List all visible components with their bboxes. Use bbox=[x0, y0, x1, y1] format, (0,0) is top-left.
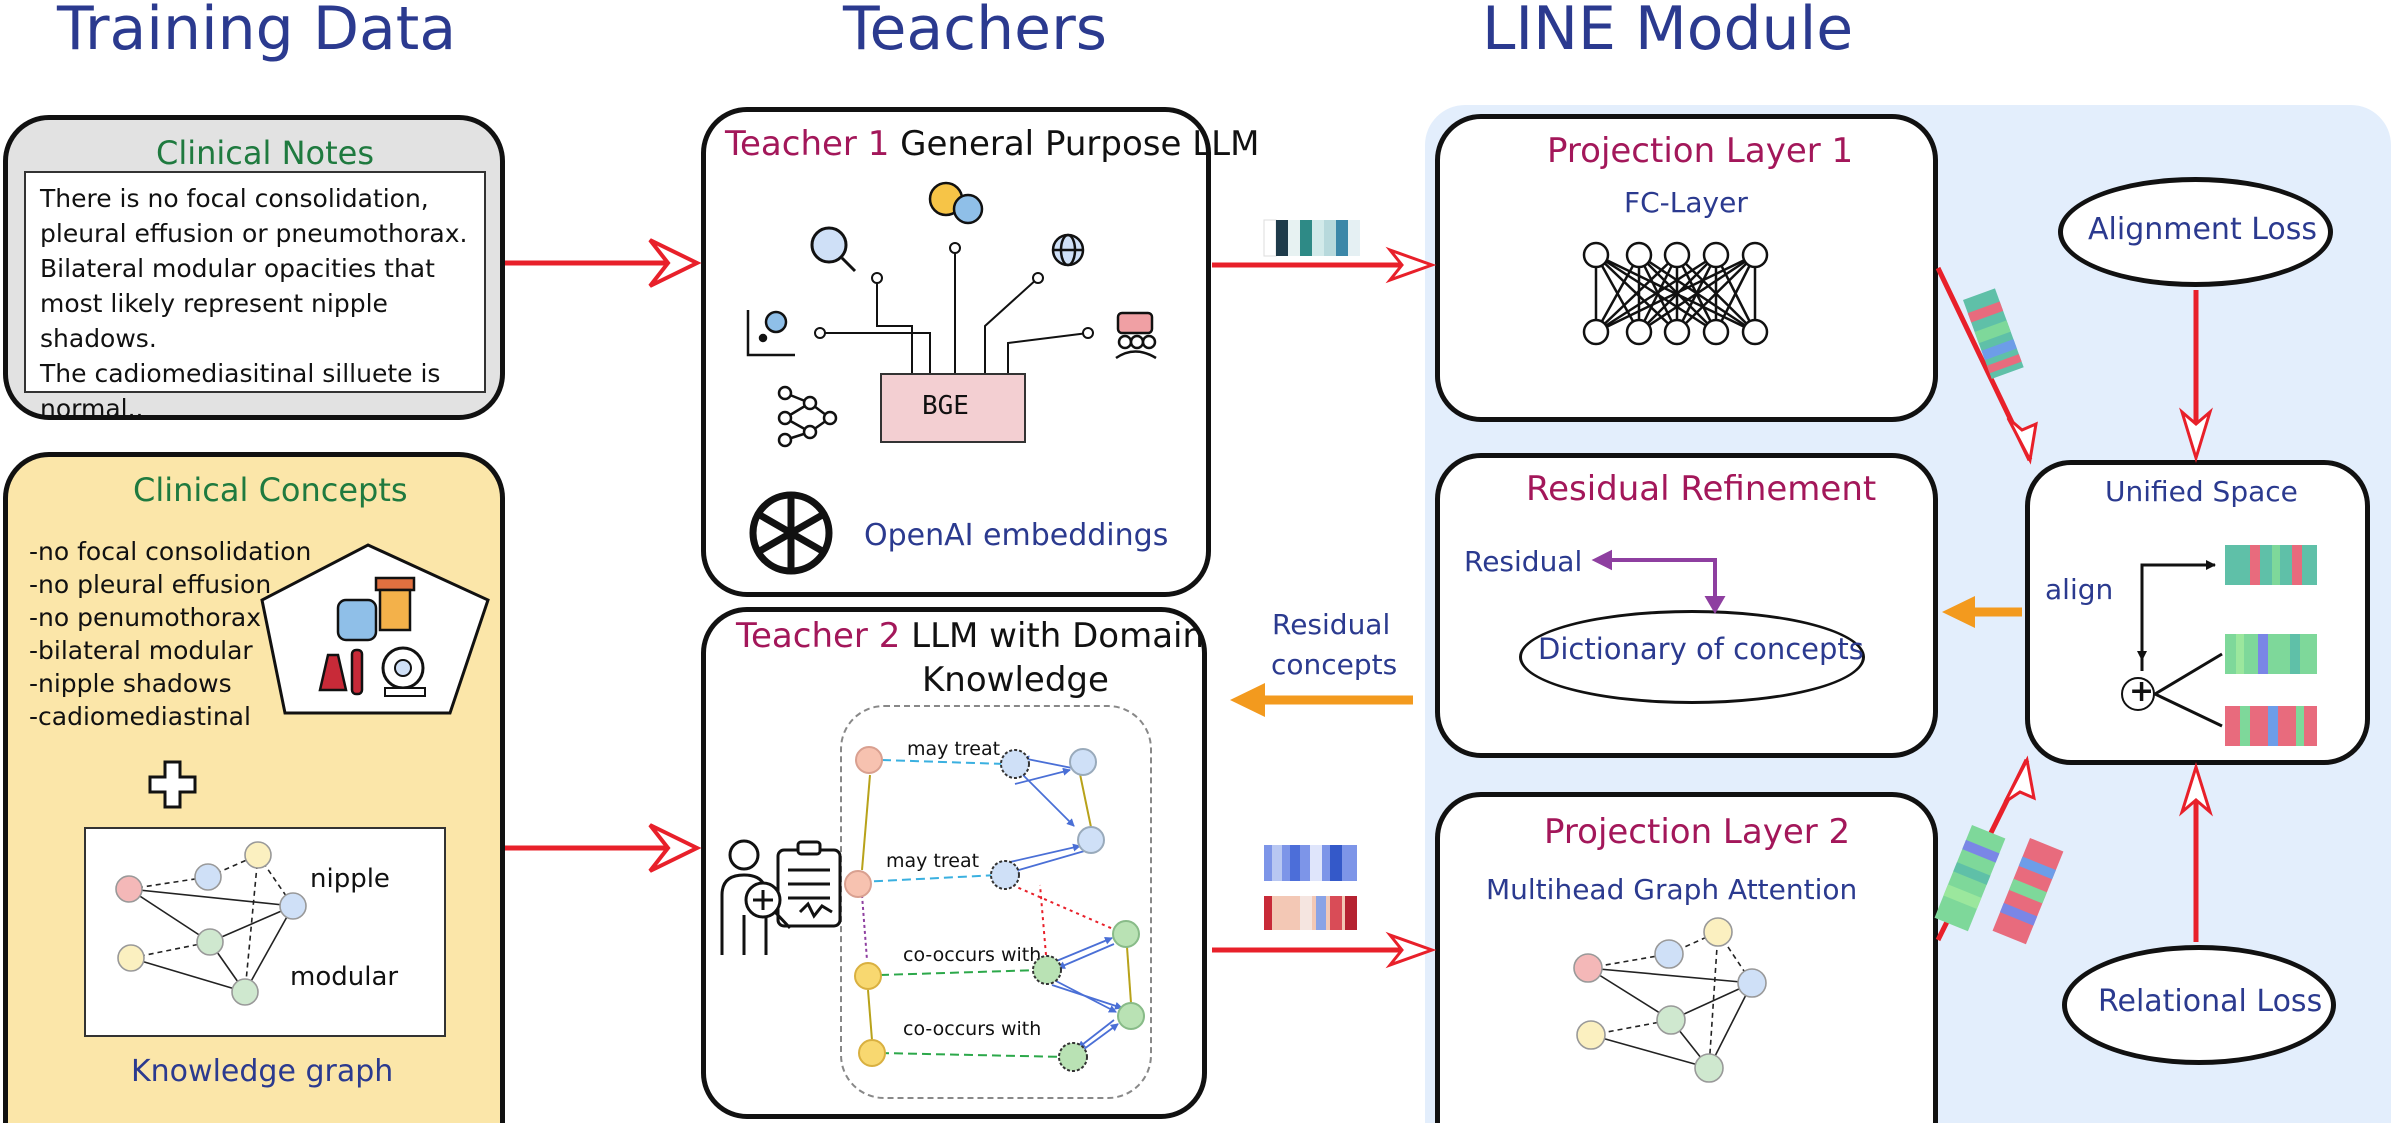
projection2-graph bbox=[1573, 917, 1767, 1083]
clinical-notes-line: The cadiomediasitinal silluete is bbox=[40, 359, 441, 388]
bge-box bbox=[880, 373, 1026, 443]
fc-layer-network bbox=[1582, 241, 1769, 346]
dictionary-ellipse bbox=[1519, 610, 1865, 704]
alignment-loss-ellipse bbox=[2058, 177, 2333, 287]
embedding-strip-tilted bbox=[1934, 825, 2006, 932]
section-title-line-module: LINE Module bbox=[1482, 0, 1854, 64]
openai-logo-icon bbox=[749, 491, 833, 575]
red-arrow bbox=[2179, 761, 2213, 942]
align-arrows bbox=[2137, 560, 2223, 728]
teacher2-title-line2: Knowledge bbox=[922, 660, 1109, 700]
red-arrow bbox=[1212, 931, 1437, 969]
teacher2-title-line1: Teacher 2 LLM with Domain bbox=[736, 616, 1204, 656]
unified-space-title: Unified Space bbox=[2105, 475, 2298, 508]
unified-embedding-mid bbox=[2225, 634, 2317, 674]
concept-item: -nipple shadows bbox=[29, 669, 232, 698]
plus-symbol: + bbox=[2129, 674, 2155, 709]
clinical-concepts-list: -no focal consolidation -no pleural effu… bbox=[29, 535, 311, 733]
section-title-teachers: Teachers bbox=[843, 0, 1107, 64]
orange-arrow bbox=[1230, 683, 1413, 717]
clinical-notes-line: normal.. bbox=[40, 394, 144, 423]
domain-knowledge-graph bbox=[844, 746, 1145, 1072]
projection-layer1-subtitle: FC-Layer bbox=[1624, 186, 1748, 219]
doctor-icon bbox=[720, 839, 842, 955]
globe-icon bbox=[1051, 233, 1085, 267]
red-arrow bbox=[2179, 290, 2213, 464]
concept-item: -cadiomediastinal bbox=[29, 702, 251, 731]
clinical-notes-line: Bilateral modular opacities that bbox=[40, 254, 435, 283]
residual-refinement-title: Residual Refinement bbox=[1526, 469, 1877, 509]
clinical-notes-line: most likely represent nipple shadows. bbox=[40, 289, 388, 353]
residual-arrow bbox=[1591, 549, 1726, 614]
unified-embedding-bottom bbox=[2225, 706, 2317, 746]
edge-label-may-treat: may treat bbox=[907, 738, 1001, 760]
scatter-plot-icon bbox=[746, 310, 795, 357]
teacher2-name: LLM with Domain bbox=[911, 616, 1205, 656]
kg-label-nipple: nipple bbox=[310, 864, 390, 894]
projection-layer2-title: Projection Layer 2 bbox=[1544, 812, 1851, 852]
medical-pentagon-icon bbox=[260, 543, 490, 715]
embedding-strip-teacher2 bbox=[1264, 845, 1357, 930]
projection-layer1-box bbox=[1435, 114, 1938, 422]
relational-loss-label: Relational Loss bbox=[2098, 984, 2323, 1019]
magnifier-icon bbox=[810, 226, 857, 273]
projection-layer2-subtitle: Multihead Graph Attention bbox=[1486, 873, 1858, 906]
alignment-loss-label: Alignment Loss bbox=[2088, 212, 2318, 247]
clinical-notes-line: There is no focal consolidation, bbox=[40, 184, 429, 213]
knowledge-graph-small bbox=[115, 841, 307, 1006]
llm-connectors bbox=[814, 242, 1094, 373]
embedding-strip-tilted bbox=[1963, 288, 2024, 379]
dictionary-of-concepts-label: Dictionary of concepts bbox=[1538, 632, 1864, 666]
clinical-notes-line: pleural effusion or pneumothorax. bbox=[40, 219, 468, 248]
teacher1-title: Teacher 1 General Purpose LLM bbox=[725, 124, 1259, 164]
projection-layer2-box bbox=[1435, 792, 1938, 1123]
concept-item: -no penumothorax bbox=[29, 603, 262, 632]
plus-outline-icon bbox=[148, 760, 197, 809]
residual-label: Residual bbox=[1464, 545, 1583, 578]
section-title-training-data: Training Data bbox=[57, 0, 457, 64]
embedding-strip-teacher1 bbox=[1263, 219, 1360, 257]
teacher1-prefix: Teacher 1 bbox=[725, 124, 890, 164]
edge-label-co-occurs-with: co-occurs with bbox=[903, 944, 1042, 966]
plus-circle bbox=[2121, 677, 2155, 711]
red-arrow bbox=[505, 238, 702, 288]
projection-layer1-title: Projection Layer 1 bbox=[1547, 131, 1854, 171]
red-arrow bbox=[505, 823, 702, 873]
bge-label: BGE bbox=[922, 391, 969, 421]
relational-loss-ellipse bbox=[2062, 945, 2336, 1065]
embedding-strip-tilted bbox=[1992, 838, 2064, 945]
kg-label-modular: modular bbox=[290, 962, 399, 992]
clinical-notes-title: Clinical Notes bbox=[156, 134, 374, 172]
red-arrow bbox=[1212, 246, 1437, 284]
edge-label-co-occurs-with: co-occurs with bbox=[903, 1018, 1042, 1040]
red-arrow bbox=[1935, 266, 2038, 465]
teacher1-name: General Purpose LLM bbox=[900, 124, 1260, 164]
clinical-notes-text-area: There is no focal consolidation, pleural… bbox=[24, 171, 486, 423]
clinical-concepts-title: Clinical Concepts bbox=[133, 471, 408, 509]
unified-embedding-top bbox=[2225, 545, 2317, 585]
concept-item: -bilateral modular bbox=[29, 636, 253, 665]
teacher2-prefix: Teacher 2 bbox=[736, 616, 901, 656]
residual-concepts-label-line1: Residual bbox=[1272, 608, 1391, 641]
residual-concepts-label-line2: concepts bbox=[1271, 648, 1398, 681]
orange-arrow bbox=[1942, 596, 2022, 628]
neural-network-icon bbox=[777, 385, 838, 448]
residual-refinement-box bbox=[1435, 453, 1938, 758]
knowledge-graph-caption: Knowledge graph bbox=[131, 1054, 394, 1089]
align-label: align bbox=[2045, 573, 2114, 606]
edge-label-may-treat: may treat bbox=[886, 850, 980, 872]
concept-item: -no pleural effusion bbox=[29, 570, 272, 599]
concept-item: -no focal consolidation bbox=[29, 537, 312, 566]
team-icon bbox=[1115, 311, 1157, 360]
openai-embeddings-label: OpenAI embeddings bbox=[864, 518, 1169, 553]
chat-bubble-icon bbox=[928, 181, 984, 225]
